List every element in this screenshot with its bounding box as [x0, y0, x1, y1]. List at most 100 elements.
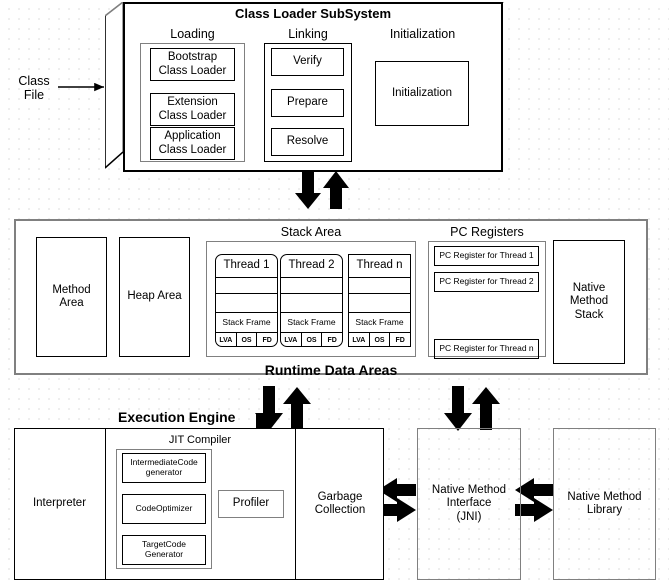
class-loader-title: Class Loader SubSystem	[234, 6, 392, 21]
pc-registers-panel	[428, 241, 546, 357]
initialization-box[interactable]: Initialization	[375, 61, 469, 126]
prepare-label: Prepare	[287, 96, 328, 109]
thread-1-cell-fd: FD	[262, 336, 272, 344]
code-optimizer-box[interactable]: CodeOptimizer	[122, 494, 206, 524]
nms-line1: Native	[572, 282, 606, 295]
jni-line2: Interface	[446, 497, 492, 510]
thread-2-cell-fd: FD	[327, 336, 337, 344]
linking-panel	[264, 43, 352, 162]
thread-n-empty-row-1	[349, 278, 410, 294]
thread-n-title: Thread n	[349, 255, 410, 278]
heap-area-box[interactable]: Heap Area	[119, 237, 190, 357]
thread-2-empty-row-2	[281, 294, 342, 313]
profiler-label: Profiler	[232, 497, 270, 510]
section-label-linking: Linking	[288, 27, 328, 41]
class-file-label: Class File	[8, 70, 60, 106]
co-label: CodeOptimizer	[135, 503, 193, 514]
application-line2: Class Loader	[158, 143, 227, 156]
pc-register-thread-2[interactable]: PC Register for Thread 2	[434, 272, 539, 292]
arrow-ee-to-runtime	[283, 387, 311, 430]
verify-box[interactable]: Verify	[271, 48, 344, 76]
tcg-line1: TargetCode	[142, 539, 186, 550]
nms-line2: Method	[569, 295, 609, 308]
thread-2-box[interactable]: Thread 2 Stack Frame LVA OS FD	[280, 254, 343, 347]
ee-divider-1	[105, 428, 106, 580]
thread-1-cell-os: OS	[237, 333, 258, 346]
method-area-line2: Area	[59, 297, 84, 309]
thread-n-box[interactable]: Thread n Stack Frame LVA OS FD	[348, 254, 411, 347]
class-file-line1: Class	[18, 73, 50, 88]
nml-line2: Library	[586, 504, 623, 516]
native-method-stack-box[interactable]: Native Method Stack	[553, 240, 625, 364]
thread-n-stack-frame: Stack Frame	[349, 313, 410, 333]
icg-line1: IntermediateCode	[130, 457, 198, 468]
thread-2-title: Thread 2	[281, 255, 342, 278]
nml-line1: Native Method	[567, 490, 642, 503]
thread-1-stack-frame: Stack Frame	[216, 313, 277, 333]
target-code-generator-box[interactable]: TargetCode Generator	[122, 535, 206, 565]
thread-1-empty-row-2	[216, 294, 277, 313]
method-area-line1: Method	[52, 283, 91, 296]
bootstrap-line2: Class Loader	[158, 64, 227, 77]
jit-compiler-title: JIT Compiler	[168, 434, 232, 446]
method-area-box[interactable]: Method Area	[36, 237, 107, 357]
application-line1: Application	[164, 130, 221, 143]
execution-engine-title: Execution Engine	[118, 409, 236, 425]
thread-2-cell-os: OS	[302, 333, 323, 346]
class-file-line2: File	[23, 88, 45, 102]
loading-panel	[140, 43, 245, 162]
extension-class-loader-box[interactable]: Extension Class Loader	[150, 93, 235, 126]
extension-line2: Class Loader	[158, 109, 227, 122]
garbage-collection-label: Garbage Collection	[296, 428, 384, 580]
profiler-box[interactable]: Profiler	[218, 490, 284, 518]
stack-area-panel	[206, 241, 416, 357]
thread-n-empty-row-2	[349, 294, 410, 313]
arrow-loader-to-runtime	[295, 170, 321, 209]
heap-area-label: Heap Area	[127, 290, 182, 303]
extension-line1: Extension	[167, 96, 218, 109]
nms-line3: Stack	[574, 308, 604, 321]
thread-1-empty-row-1	[216, 278, 277, 294]
resolve-label: Resolve	[286, 135, 329, 148]
jit-panel	[116, 449, 212, 569]
thread-n-cell-os: OS	[370, 333, 391, 346]
jni-line1: Native Method	[431, 484, 507, 497]
jni-line3: (JNI)	[456, 510, 482, 523]
runtime-data-areas-title: Runtime Data Areas	[264, 362, 398, 378]
thread-2-stack-frame: Stack Frame	[281, 313, 342, 333]
ee-divider-2	[295, 428, 296, 580]
resolve-box[interactable]: Resolve	[271, 128, 344, 156]
native-method-interface-box[interactable]: Native Method Interface (JNI)	[417, 428, 521, 580]
thread-1-box[interactable]: Thread 1 Stack Frame LVA OS FD	[215, 254, 278, 347]
thread-1-cell-lva: LVA	[216, 333, 237, 346]
verify-label: Verify	[293, 55, 322, 68]
arrow-jni-to-runtime	[472, 387, 500, 430]
application-class-loader-box[interactable]: Application Class Loader	[150, 127, 235, 160]
section-label-loading: Loading	[170, 27, 215, 41]
gc-line2: Collection	[314, 504, 366, 516]
thread-n-cell-lva: LVA	[349, 333, 370, 346]
tcg-line2: Generator	[144, 549, 184, 559]
arrow-runtime-to-jni	[444, 386, 472, 431]
native-method-library-box[interactable]: Native Method Library	[553, 428, 656, 580]
prepare-box[interactable]: Prepare	[271, 89, 344, 117]
pc-register-thread-n[interactable]: PC Register for Thread n	[434, 339, 539, 359]
pc-registers-title: PC Registers	[450, 225, 524, 239]
bootstrap-class-loader-box[interactable]: Bootstrap Class Loader	[150, 48, 235, 81]
section-label-initialization: Initialization	[389, 27, 456, 41]
thread-2-cell-lva: LVA	[281, 333, 302, 346]
thread-n-cell-fd: FD	[395, 336, 405, 344]
thread-2-empty-row-1	[281, 278, 342, 294]
arrow-runtime-to-loader	[323, 171, 349, 209]
pc-register-thread-1[interactable]: PC Register for Thread 1	[434, 246, 539, 266]
initialization-label: Initialization	[391, 86, 453, 99]
class-loader-subsystem	[123, 2, 503, 172]
bootstrap-line1: Bootstrap	[167, 51, 218, 64]
intermediate-code-generator-box[interactable]: IntermediateCode generator	[122, 453, 206, 483]
icg-line2: generator	[145, 467, 183, 477]
thread-1-title: Thread 1	[216, 255, 277, 278]
interpreter-label: Interpreter	[32, 497, 87, 510]
gc-line1: Garbage	[317, 490, 363, 503]
arrow-runtime-to-ee	[255, 386, 283, 431]
stack-area-title: Stack Area	[280, 225, 342, 239]
